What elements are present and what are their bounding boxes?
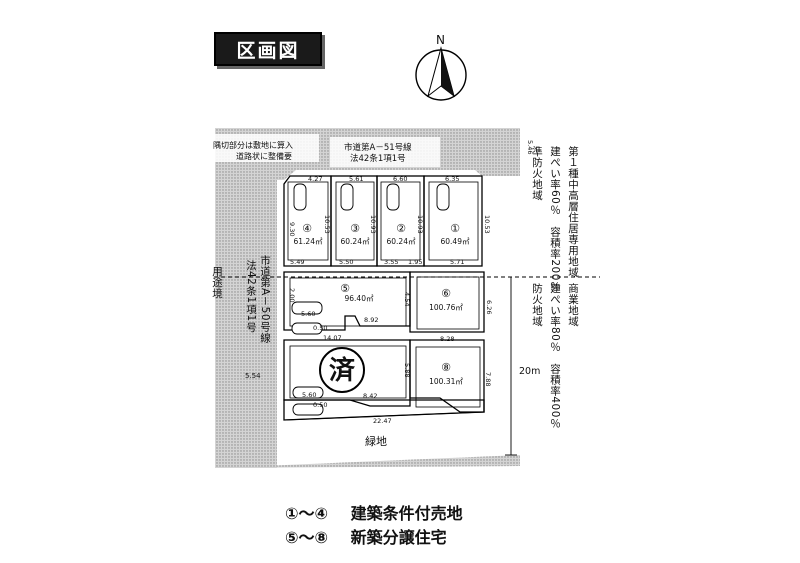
lot-boundaries <box>283 175 485 421</box>
legend-row: ⑤～⑧ 新築分譲住宅 <box>285 524 447 548</box>
lot-8-number: ⑧ <box>441 361 451 374</box>
sold-mark-circle <box>319 347 365 393</box>
lot-4-area: 61.24㎡ <box>294 237 323 246</box>
north-label: N <box>436 33 445 47</box>
sold-mark: 済 <box>329 355 356 386</box>
dim-label: 6.60 <box>393 175 407 183</box>
dim-label: 8.92 <box>364 316 378 324</box>
north-arrow-icon <box>415 46 467 101</box>
left-road-law: 法42条1項1号 <box>245 260 257 333</box>
dim-label: 4.27 <box>308 175 322 183</box>
dim-label: 5.88 <box>403 363 411 377</box>
use-boundary-label: 用途境 <box>211 266 223 299</box>
road-label-top: 市道第A－51号線 <box>344 142 412 153</box>
lot-5-number: ⑤ <box>340 282 350 295</box>
map-title: 区画図 <box>214 32 322 66</box>
dim-label: 4.54 <box>403 292 411 306</box>
dim-label: 10.53 <box>323 215 331 234</box>
lot-3-area: 60.24㎡ <box>341 237 370 246</box>
green-area-label: 緑地 <box>365 434 387 448</box>
dim-left-road: 5.54 <box>245 372 261 380</box>
legend-range: ①～④ <box>285 504 329 523</box>
lot-6-number: ⑥ <box>441 287 451 300</box>
dim-label: 8.28 <box>440 335 454 343</box>
dim-label: 5.50 <box>339 258 353 266</box>
dim-label: 0.50 <box>313 324 327 332</box>
dim-20m: 20m <box>519 366 540 377</box>
legend-range: ⑤～⑧ <box>285 528 329 547</box>
zone-lower-2: 建ぺい率80％ 容積率400％ <box>549 283 561 429</box>
car-icons <box>291 183 450 416</box>
dim-label: 10.93 <box>416 215 424 234</box>
legend-text: 建築条件付売地 <box>350 504 463 523</box>
road-label-top-law: 法42条1項1号 <box>350 153 406 164</box>
dim-label: 8.42 <box>363 392 377 400</box>
dim-label: 10.93 <box>369 215 377 234</box>
zone-upper-3: 準防火地域 <box>531 146 543 201</box>
lot-4-number: ④ <box>302 222 312 235</box>
lot-1-number: ① <box>450 222 460 235</box>
zone-upper-2: 建ぺい率60％ 容積率200％ <box>549 146 561 292</box>
dim-label: 10.53 <box>483 215 491 234</box>
zone-upper-1: 第１種中高層住居専用地域 <box>567 146 579 278</box>
dim-label: 14.07 <box>323 334 342 342</box>
dim-label: 1.95 <box>408 258 422 266</box>
dim-label: 6.26 <box>485 300 493 314</box>
dim-label: 5.60 <box>302 391 316 399</box>
dim-label: 5.60 <box>301 310 315 318</box>
lot-8-area: 100.31㎡ <box>429 377 463 386</box>
dim-label: 6.35 <box>445 175 459 183</box>
lot-2-area: 60.24㎡ <box>387 237 416 246</box>
lot-1-area: 60.49㎡ <box>441 237 470 246</box>
dim-label: 22.47 <box>373 417 392 425</box>
dim-label: 2.00 <box>288 288 296 302</box>
lot-3-number: ③ <box>350 222 360 235</box>
legend-text: 新築分譲住宅 <box>350 528 447 547</box>
note-road-prep: 道路状に整備要 <box>236 151 292 161</box>
zone-lower-1: 商業地域 <box>567 283 579 327</box>
zone-lower-3: 防火地域 <box>531 283 543 327</box>
dim-label: 0.50 <box>313 401 327 409</box>
dim-label: 9.30 <box>288 222 296 236</box>
lot-2-number: ② <box>396 222 406 235</box>
dim-label: 5.71 <box>450 258 464 266</box>
lot-5-area: 96.40㎡ <box>345 294 374 303</box>
left-road-name: 市道第A－50号線 <box>259 255 271 344</box>
dim-label: 7.88 <box>484 372 492 386</box>
lot-6-area: 100.76㎡ <box>429 303 463 312</box>
dim-top-road: 5.46 <box>526 140 534 154</box>
dimension-20m-line <box>505 277 517 456</box>
dim-label: 5.49 <box>290 258 304 266</box>
note-corner-cut: 隅切部分は敷地に算入 <box>213 140 293 150</box>
dim-label: 5.61 <box>349 175 363 183</box>
legend-row: ①～④ 建築条件付売地 <box>285 500 463 524</box>
dim-label: 3.55 <box>384 258 398 266</box>
